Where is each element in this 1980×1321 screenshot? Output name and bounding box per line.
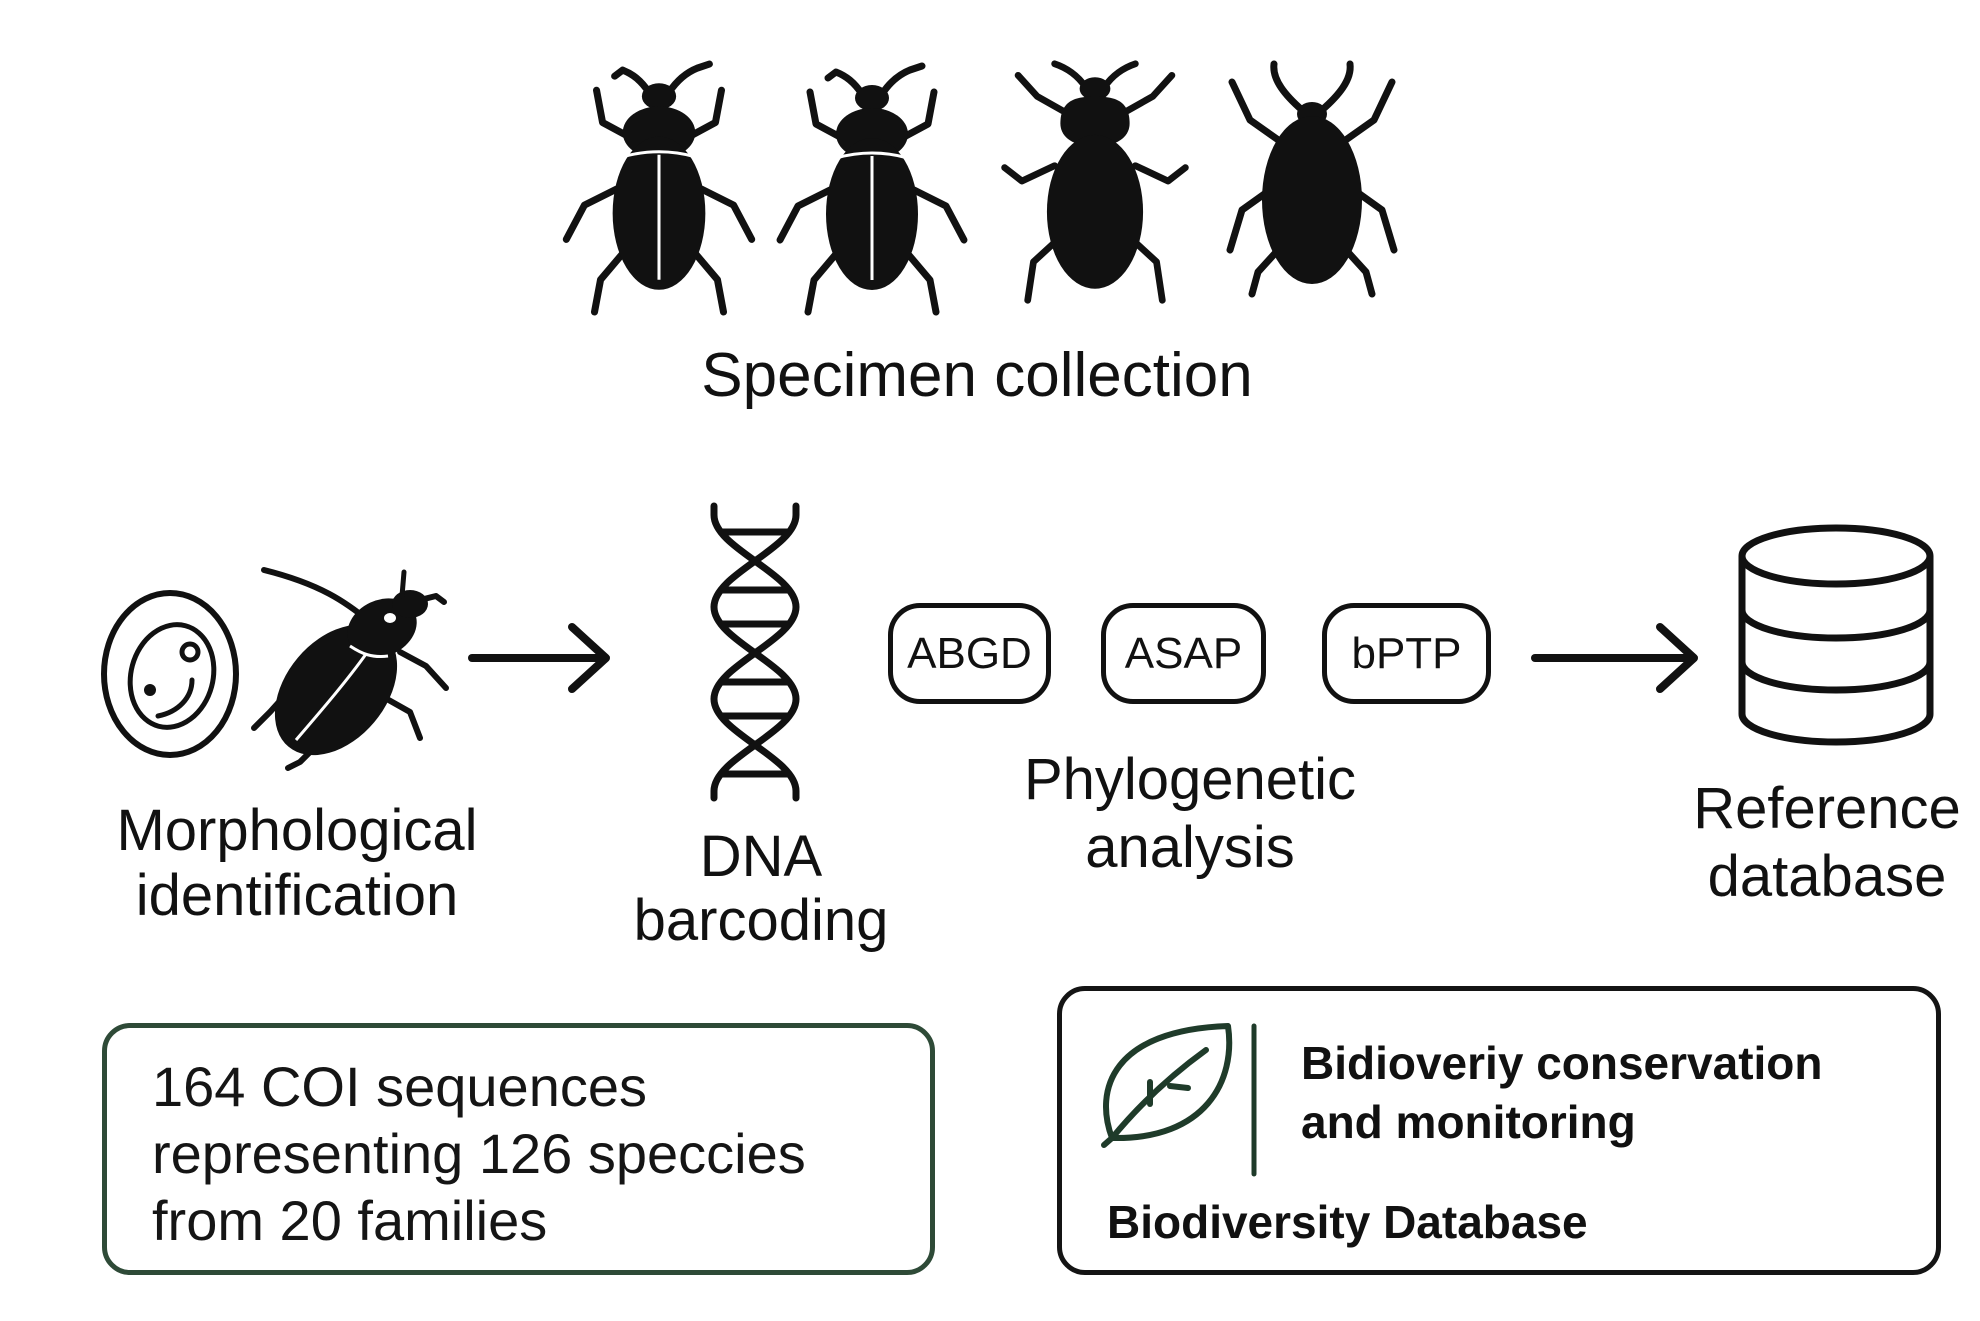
method-badge-abgd: ABGD [888, 603, 1051, 704]
dna-barcoding-label: DNA barcoding [601, 825, 921, 953]
specimen-card-icon [101, 590, 239, 758]
summary-line: representing 126 speccies [152, 1122, 806, 1185]
application-box: Bidioveriy conservation and monitoring B… [1057, 986, 1941, 1275]
application-title: Bidioveriy conservation and monitoring [1301, 1034, 1823, 1152]
beetle-icon [1230, 64, 1394, 294]
label-line: database [1707, 844, 1947, 909]
specimen-collection-label: Specimen collection [701, 341, 1253, 410]
label-line: barcoding [633, 888, 889, 953]
summary-line: 164 COI sequences [152, 1055, 647, 1118]
summary-line: from 20 families [152, 1189, 548, 1252]
label-line: analysis [1085, 815, 1295, 880]
beetle-icon [780, 66, 964, 312]
label-line: DNA [699, 824, 823, 889]
method-badge-bptp: bPTP [1322, 603, 1491, 704]
application-title-line: Bidioveriy conservation [1301, 1037, 1823, 1089]
arrow-right-icon [1531, 623, 1698, 693]
method-badge-asap: ASAP [1101, 603, 1266, 704]
label-line: Phylogenetic [1023, 747, 1357, 812]
summary-box: 164 COI sequences representing 126 specc… [102, 1023, 935, 1275]
summary-text: 164 COI sequences representing 126 specc… [152, 1053, 806, 1254]
label-line: Reference [1693, 776, 1961, 841]
morphological-identification-label: Morphological identification [87, 798, 507, 928]
database-icon [1738, 524, 1934, 746]
application-subtitle: Biodiversity Database [1107, 1196, 1588, 1248]
beetle-icon [1005, 64, 1186, 301]
dna-helix-icon [710, 502, 800, 802]
reference-database-label: Reference database [1677, 775, 1977, 911]
beetle-side-icon [251, 567, 449, 771]
label-line: identification [135, 863, 459, 928]
label-line: Morphological [116, 798, 478, 863]
application-title-line: and monitoring [1301, 1096, 1636, 1148]
arrow-right-icon [468, 623, 610, 693]
phylogenetic-analysis-label: Phylogenetic analysis [980, 746, 1400, 882]
beetle-icon [566, 64, 751, 312]
